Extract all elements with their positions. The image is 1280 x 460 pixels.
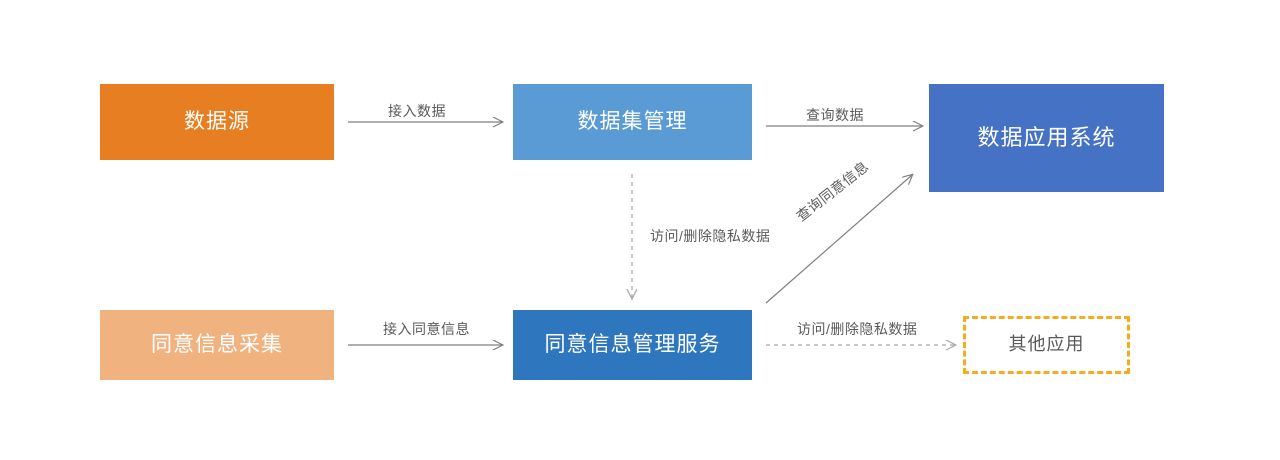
- node-consent-collection[interactable]: 同意信息采集: [100, 310, 334, 380]
- node-dataset-management-label: 数据集管理: [577, 110, 688, 134]
- edge-label-query-consent-info: 查询同意信息: [793, 158, 872, 225]
- node-consent-management-service[interactable]: 同意信息管理服务: [513, 310, 752, 380]
- node-other-application[interactable]: 其他应用: [963, 316, 1130, 374]
- node-consent-management-service-label: 同意信息管理服务: [544, 333, 721, 357]
- node-data-application-system[interactable]: 数据应用系统: [929, 84, 1164, 192]
- edge-label-query-data: 查询数据: [806, 107, 864, 123]
- node-data-source-label: 数据源: [184, 110, 250, 134]
- node-other-application-label: 其他应用: [1008, 334, 1085, 355]
- node-dataset-management[interactable]: 数据集管理: [513, 84, 752, 160]
- node-consent-collection-label: 同意信息采集: [151, 333, 283, 357]
- edge-label-ingest-data: 接入数据: [388, 103, 446, 119]
- edge-label-access-delete-private-data-bottom: 访问/删除隐私数据: [797, 321, 918, 337]
- node-data-source[interactable]: 数据源: [100, 84, 334, 160]
- edge-label-ingest-consent-info: 接入同意信息: [383, 321, 470, 337]
- node-data-application-system-label: 数据应用系统: [977, 124, 1116, 150]
- edge-label-access-delete-private-data-top: 访问/删除隐私数据: [650, 228, 771, 244]
